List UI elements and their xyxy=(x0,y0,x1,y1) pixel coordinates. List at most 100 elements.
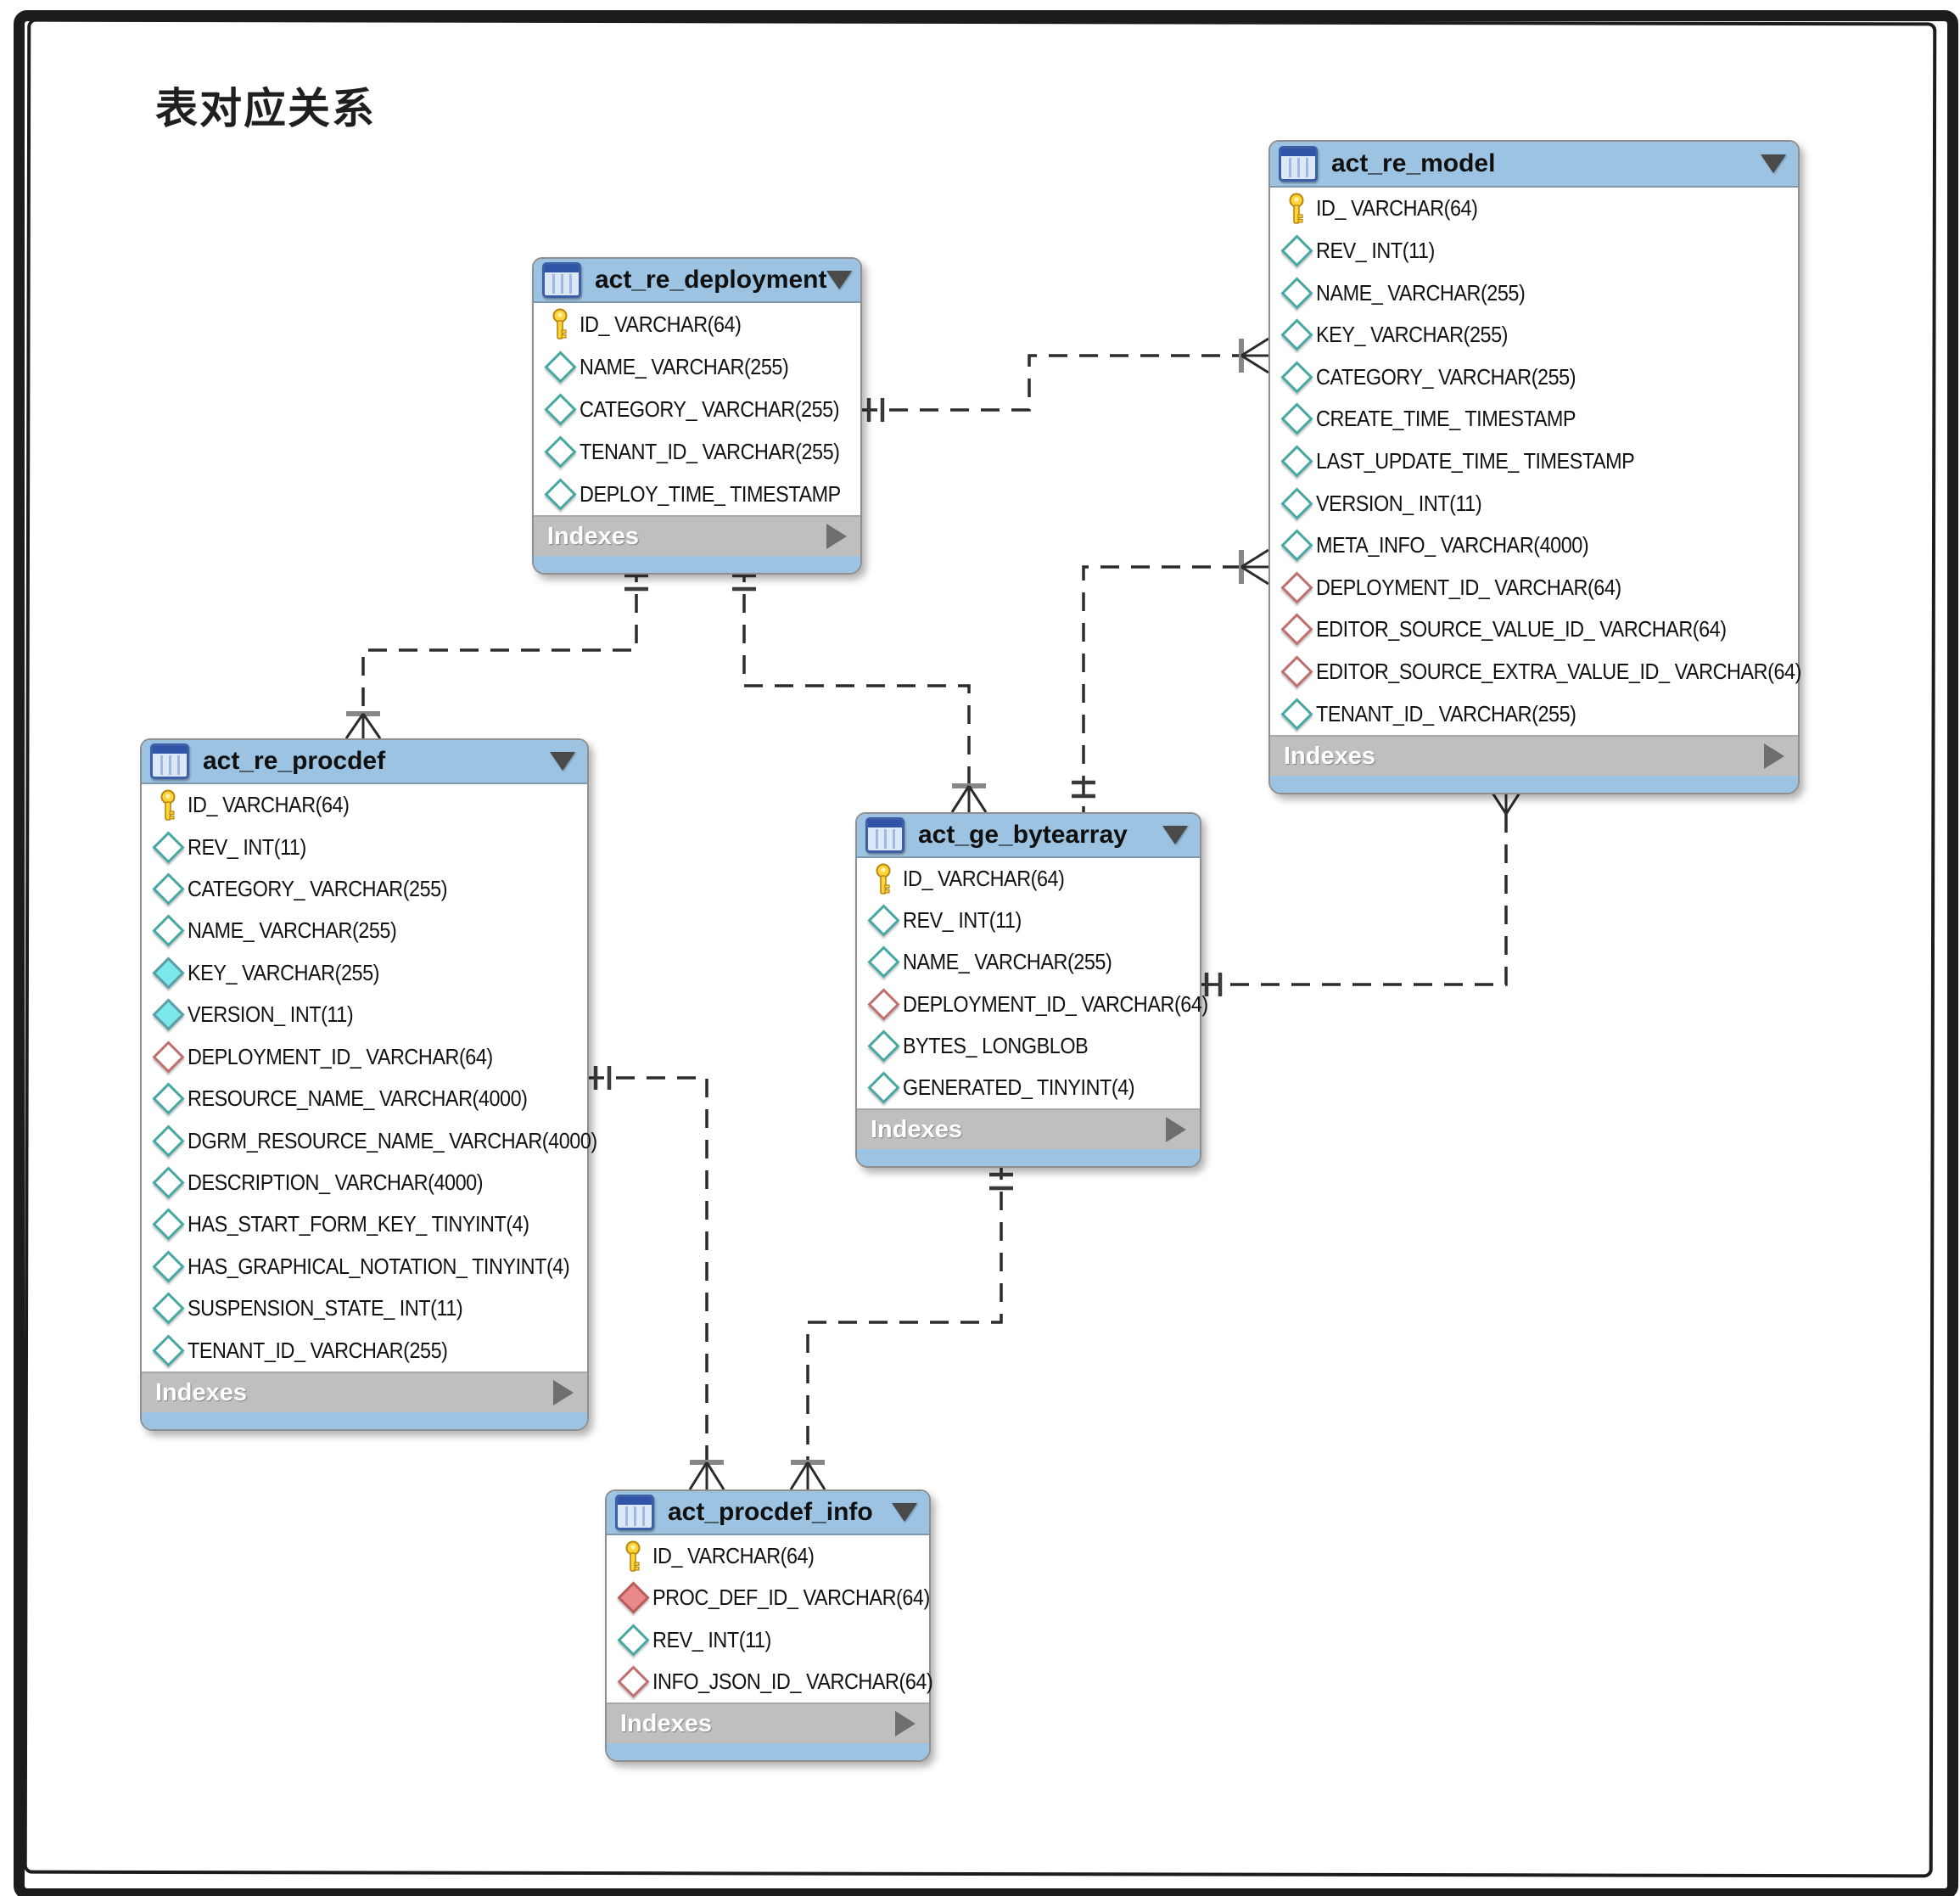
nullable-diamond-icon xyxy=(1280,402,1313,435)
primary-key-icon xyxy=(864,863,903,895)
column-label: META_INFO_ VARCHAR(4000) xyxy=(1316,532,1589,558)
table-act_re_procdef[interactable]: act_re_procdef ID_ VARCHAR(64)REV_ INT(1… xyxy=(140,738,597,1431)
column-label: ID_ VARCHAR(64) xyxy=(580,311,742,337)
table-act_procdef_info[interactable]: act_procdef_info ID_ VARCHAR(64)PROC_DEF… xyxy=(605,1489,933,1762)
collapse-arrow-icon[interactable] xyxy=(826,271,853,289)
column-row: HAS_START_FORM_KEY_ TINYINT(4) xyxy=(142,1203,587,1245)
nullable-diamond-icon xyxy=(543,392,577,426)
primary-key-icon xyxy=(613,1540,652,1573)
nullable-diamond-icon xyxy=(866,1029,900,1063)
column-label: HAS_START_FORM_KEY_ TINYINT(4) xyxy=(188,1211,529,1237)
indexes-label: Indexes xyxy=(620,1709,712,1737)
column-row: TENANT_ID_ VARCHAR(255) xyxy=(142,1329,587,1371)
expand-indexes-icon[interactable] xyxy=(1764,743,1784,769)
column-row: REV_ INT(11) xyxy=(142,826,587,867)
column-row: TENANT_ID_ VARCHAR(255) xyxy=(1270,693,1798,735)
indexes-label: Indexes xyxy=(871,1115,962,1143)
table-header[interactable]: act_re_model xyxy=(1270,142,1798,188)
column-row: DEPLOYMENT_ID_ VARCHAR(64) xyxy=(857,984,1208,1025)
indexes-bar[interactable]: Indexes xyxy=(142,1372,587,1412)
table-footer xyxy=(142,1412,587,1429)
nullable-diamond-icon xyxy=(1277,402,1316,435)
rel-bytearray-info xyxy=(789,1161,1013,1490)
column-row: NAME_ VARCHAR(255) xyxy=(857,941,1200,983)
column-label: KEY_ VARCHAR(255) xyxy=(188,959,379,985)
not-null-diamond-icon xyxy=(148,998,188,1031)
column-label: CATEGORY_ VARCHAR(255) xyxy=(188,876,448,902)
column-row: GENERATED_ TINYINT(4) xyxy=(857,1067,1200,1108)
nullable-diamond-icon xyxy=(148,1124,188,1158)
table-act_ge_bytearray[interactable]: act_ge_bytearray ID_ VARCHAR(64)REV_ INT… xyxy=(855,812,1208,1168)
column-row: RESOURCE_NAME_ VARCHAR(4000) xyxy=(142,1078,587,1119)
indexes-bar[interactable]: Indexes xyxy=(534,515,860,556)
nullable-diamond-icon xyxy=(151,872,185,906)
fk-nullable-diamond-icon xyxy=(1280,613,1313,646)
table-act_re_model[interactable]: act_re_model ID_ VARCHAR(64)REV_ INT(11)… xyxy=(1268,140,1801,794)
column-label: PROC_DEF_ID_ VARCHAR(64) xyxy=(652,1585,930,1611)
table-header[interactable]: act_re_procdef xyxy=(142,740,587,784)
rel-deployment-bytearray xyxy=(732,564,988,813)
table-title: act_re_procdef xyxy=(203,747,386,775)
indexes-bar[interactable]: Indexes xyxy=(1270,735,1798,776)
nullable-diamond-icon xyxy=(1280,445,1313,478)
column-row: DESCRIPTION_ VARCHAR(4000) xyxy=(142,1162,587,1203)
collapse-arrow-icon[interactable] xyxy=(550,752,575,771)
nullable-diamond-icon xyxy=(151,1250,185,1283)
table-title: act_re_model xyxy=(1331,149,1496,177)
column-list: ID_ VARCHAR(64)PROC_DEF_ID_ VARCHAR(64)R… xyxy=(607,1535,933,1702)
expand-indexes-icon[interactable] xyxy=(826,524,847,549)
table-icon xyxy=(865,817,904,853)
fk-nullable-diamond-icon xyxy=(1277,571,1316,604)
expand-indexes-icon[interactable] xyxy=(553,1380,574,1405)
column-row: VERSION_ INT(11) xyxy=(142,994,587,1035)
column-row: ID_ VARCHAR(64) xyxy=(857,858,1200,900)
key-icon xyxy=(625,1540,641,1572)
column-row: NAME_ VARCHAR(255) xyxy=(534,345,860,388)
indexes-bar[interactable]: Indexes xyxy=(607,1702,929,1743)
column-label: NAME_ VARCHAR(255) xyxy=(903,949,1112,975)
column-label: CATEGORY_ VARCHAR(255) xyxy=(580,395,840,422)
key-icon xyxy=(160,789,176,821)
column-list: ID_ VARCHAR(64) NAME_ VARCHAR(255) CATEGOR… xyxy=(534,303,860,515)
nullable-diamond-icon xyxy=(148,872,188,906)
nullable-diamond-icon xyxy=(151,1166,185,1199)
expand-indexes-icon[interactable] xyxy=(895,1711,916,1736)
fk-nullable-diamond-icon xyxy=(148,1041,188,1074)
column-label: NAME_ VARCHAR(255) xyxy=(1316,279,1526,306)
nullable-diamond-icon xyxy=(151,1334,185,1367)
column-row: CREATE_TIME_ TIMESTAMP xyxy=(1270,398,1798,440)
column-label: CATEGORY_ VARCHAR(255) xyxy=(1316,363,1576,390)
column-label: REV_ INT(11) xyxy=(1316,237,1435,263)
column-label: VERSION_ INT(11) xyxy=(1316,490,1482,516)
primary-key-icon xyxy=(540,308,580,340)
nullable-diamond-icon xyxy=(151,1208,185,1242)
nullable-diamond-icon xyxy=(148,1334,188,1367)
collapse-arrow-icon[interactable] xyxy=(892,1503,917,1522)
indexes-label: Indexes xyxy=(155,1378,247,1406)
diagram-title: 表对应关系 xyxy=(155,85,376,132)
expand-indexes-icon[interactable] xyxy=(1166,1117,1186,1142)
column-row: BYTES_ LONGBLOB xyxy=(857,1025,1200,1067)
indexes-label: Indexes xyxy=(547,522,639,550)
collapse-arrow-icon[interactable] xyxy=(1761,154,1786,173)
column-row: TENANT_ID_ VARCHAR(255) xyxy=(534,430,860,473)
column-row: INFO_JSON_ID_ VARCHAR(64) xyxy=(607,1661,933,1702)
nullable-diamond-icon xyxy=(1280,276,1313,310)
primary-key-icon xyxy=(1277,193,1316,225)
column-label: REV_ INT(11) xyxy=(188,833,306,860)
table-header[interactable]: act_ge_bytearray xyxy=(857,814,1200,858)
column-label: DEPLOYMENT_ID_ VARCHAR(64) xyxy=(903,990,1208,1017)
column-row: REV_ INT(11) xyxy=(1270,230,1798,272)
table-act_re_deployment[interactable]: act_re_deployment ID_ VARCHAR(64) NAME_ V… xyxy=(532,257,862,575)
nullable-diamond-icon xyxy=(148,1292,188,1325)
indexes-bar[interactable]: Indexes xyxy=(857,1108,1200,1149)
table-title: act_ge_bytearray xyxy=(918,821,1128,849)
collapse-arrow-icon[interactable] xyxy=(1162,826,1188,844)
table-header[interactable]: act_procdef_info xyxy=(607,1491,929,1535)
not-null-diamond-icon xyxy=(151,998,185,1031)
table-header[interactable]: act_re_deployment xyxy=(534,259,860,303)
column-row: NAME_ VARCHAR(255) xyxy=(142,910,587,951)
nullable-diamond-icon xyxy=(151,1292,185,1325)
rel-model-bytearray-value xyxy=(1198,787,1525,996)
